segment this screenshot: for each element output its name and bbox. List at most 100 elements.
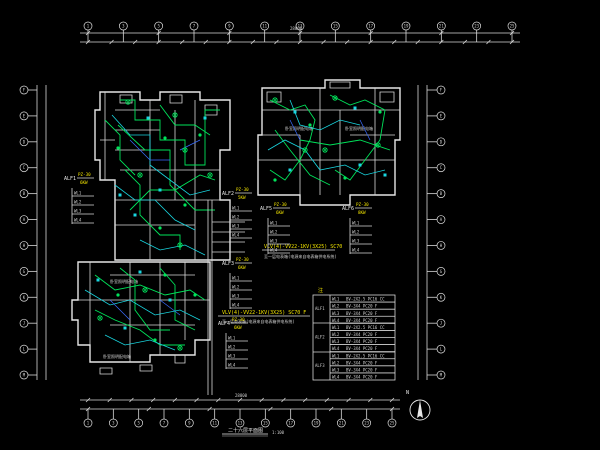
axis-label: 7: [193, 24, 196, 29]
axis-bubble: [184, 418, 194, 428]
axis-label: M: [23, 373, 26, 378]
panel-circuit: WL1: [232, 276, 240, 281]
axis-bubble: [159, 418, 169, 428]
axis-bubble: [401, 21, 411, 31]
legend-box: ALF2: [315, 335, 325, 340]
panel-circuit: WL2: [232, 215, 240, 220]
panel-circuit: WL3: [228, 354, 236, 359]
axis-label: 3: [112, 421, 115, 426]
axis-bubble: [507, 21, 517, 31]
axis-label: G: [23, 269, 26, 274]
axis-bubble: [19, 111, 29, 121]
axis-bubble: [134, 418, 144, 428]
legend-circuit: WL1: [332, 353, 340, 358]
axis-bubble: [436, 189, 446, 198]
axis-bubble: [19, 318, 29, 328]
building-outline-upper-right: 卧室照明配电箱 卧室照明配电箱: [257, 79, 401, 206]
axis-label: F: [23, 88, 26, 93]
panel-spec: PZ-30: [356, 202, 369, 207]
axis-label: L: [23, 347, 26, 352]
axis-bubble: [224, 21, 234, 31]
axis-label: 25: [390, 421, 395, 426]
panel-circuit: WL1: [74, 191, 82, 196]
axis-label: J: [23, 321, 25, 326]
axis-bubble: [19, 163, 29, 173]
panel-power: 6KW: [238, 265, 246, 270]
axis-bubble: [83, 21, 93, 31]
legend-desc: BV-3X4 PC20 F: [346, 375, 378, 380]
axis-label: 19: [314, 421, 319, 426]
axis-label: 21: [439, 24, 444, 29]
north-label: N: [406, 390, 409, 396]
legend-desc: BV-3X4 PC20 F: [346, 304, 378, 309]
feeder-note-mid-text: VLV(4)-VV22-1KV(3X25) SC70 F: [222, 310, 306, 316]
panel-power: 8KW: [358, 210, 366, 215]
svg-text:卧室照明配电箱: 卧室照明配电箱: [345, 125, 373, 131]
axis-label: F: [440, 88, 443, 93]
axis-bubble: [336, 418, 346, 428]
axis-bubble: [436, 85, 446, 95]
panel-circuit: WL2: [270, 230, 278, 235]
legend-desc: BV-2X2.5 PC16 CC: [346, 325, 385, 330]
panel-code: ALF5: [260, 206, 272, 212]
axis-bubble: [19, 137, 29, 147]
panel-circuit: WL4: [270, 248, 278, 253]
axis-bubble: [436, 111, 446, 121]
axis-bubble: [210, 418, 220, 428]
axis-label: 9: [228, 24, 231, 29]
axis-label: 13: [238, 421, 243, 426]
branch-circuits-blue: [109, 119, 371, 321]
axis-bubble: [436, 215, 446, 224]
panel-circuit: WL2: [232, 285, 240, 290]
axis-label: K: [440, 295, 443, 300]
legend-desc: BV-2X2.5 PC16 CC: [346, 353, 385, 358]
bottom-total-dim: 28800: [235, 393, 248, 398]
panel-circuit: WL3: [74, 209, 82, 214]
axis-label: C: [440, 165, 443, 170]
axis-label: 1: [87, 24, 90, 29]
legend-box: ALF1: [315, 306, 325, 311]
axis-label: G: [440, 269, 443, 274]
feeder-note-top-text: VLV(4)-VV22-1KV(3X25) SC70: [264, 244, 342, 250]
legend-circuit: WL2: [332, 360, 340, 365]
axis-bubble: [311, 418, 321, 428]
legend-desc: BV-3X4 PC20 F: [346, 346, 378, 351]
drawing-scale: 1:100: [272, 430, 285, 435]
legend-desc: BV-3X4 PC20 F: [346, 367, 378, 372]
axis-label: 15: [263, 421, 268, 426]
axis-bubble: [286, 418, 296, 428]
legend-desc: BV-3X4 PC20 F: [346, 339, 378, 344]
axis-bubble: [19, 189, 29, 198]
socket-circuits: [84, 99, 386, 351]
panel-spec: PZ-30: [236, 257, 249, 262]
panel-spec: PZ-30: [232, 317, 245, 322]
panel-circuit: WL1: [228, 336, 236, 341]
panel-circuit: WL1: [232, 206, 240, 211]
north-arrow: N: [406, 390, 431, 421]
legend-desc: BV-3X4 PC20 F: [346, 332, 378, 337]
panel-power: 6KW: [276, 210, 284, 215]
axis-label: H: [440, 243, 443, 248]
panel-code: ALF6: [342, 206, 354, 212]
legend-circuit: WL4: [332, 318, 340, 323]
axis-label: E: [440, 113, 443, 118]
axis-label: 13: [298, 24, 303, 29]
legend-desc: BV-3X4 PC20 F: [346, 360, 378, 365]
axis-bubble: [19, 215, 29, 224]
legend-circuit: WL3: [332, 311, 340, 316]
axis-label: K: [23, 295, 26, 300]
legend-desc: BV-3X4 PC20 F: [346, 318, 378, 323]
axis-bubble: [436, 137, 446, 147]
svg-text:卧室照明配电箱: 卧室照明配电箱: [285, 125, 313, 131]
axis-bubble: [19, 85, 29, 95]
right-dimension-line: [417, 85, 428, 380]
left-dimension-line: [36, 85, 47, 380]
axis-bubble: [154, 21, 164, 31]
axis-bubble: [436, 267, 446, 276]
top-total-dim: 28800: [290, 26, 303, 31]
